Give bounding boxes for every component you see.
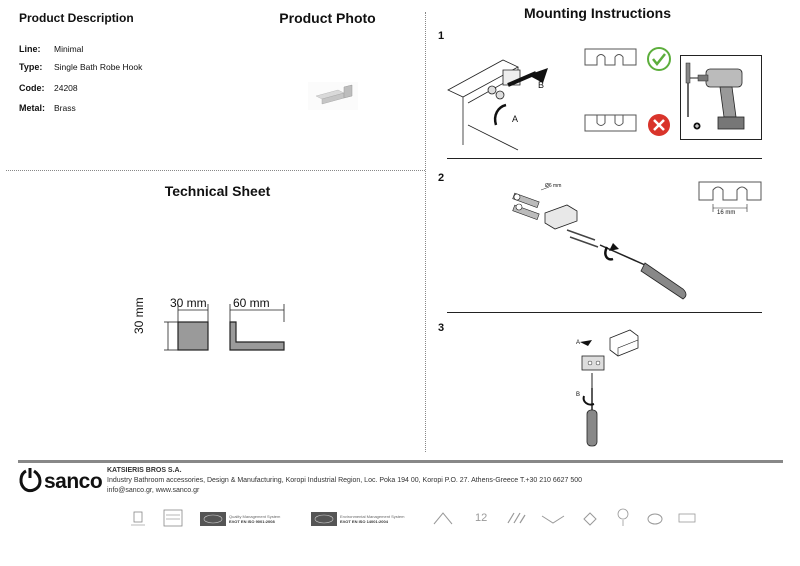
spec-row-code: Code: 24208 — [19, 83, 78, 93]
spec-key: Code: — [19, 83, 45, 93]
step-number-1: 1 — [438, 30, 445, 42]
step1-installation-illustration — [447, 59, 548, 151]
product-photo-title: Product Photo — [279, 10, 376, 26]
cert-quality: Quality Management System ΕΛΟΤ EN ISO 90… — [229, 514, 280, 524]
check-icon — [647, 47, 671, 71]
spec-key: Metal: — [19, 103, 46, 113]
company-name: KATSIERIS BROS S.A. — [107, 467, 182, 474]
step1-label-b: B — [538, 80, 545, 90]
step2-diameter-label: Ø6 mm — [545, 183, 562, 189]
spec-row-metal: Metal: Brass — [19, 103, 76, 113]
brand-logo-text: sanco — [44, 470, 103, 493]
spec-value: Brass — [54, 103, 76, 113]
step2-bracket-slot-diagram — [698, 181, 762, 212]
iso14001-badge-icon — [311, 512, 337, 526]
sanco-logo-icon — [19, 468, 42, 493]
svg-text:12: 12 — [475, 512, 487, 524]
dim-label-30mm-side: 30 mm — [132, 297, 146, 334]
badge-icon — [583, 512, 597, 526]
mounting-instructions-title: Mounting Instructions — [524, 5, 671, 21]
product-description-title: Product Description — [19, 11, 134, 25]
spec-key: Type: — [19, 62, 43, 72]
correct-bracket-orientation — [584, 48, 637, 66]
spec-key: Line: — [19, 44, 41, 54]
step2-screw-illustration — [512, 186, 687, 300]
cert-quality-line1: Quality Management System — [229, 514, 281, 519]
spec-value: Minimal — [54, 44, 84, 54]
company-address: Industry Bathroom accessories, Design & … — [107, 477, 583, 484]
vertical-divider — [425, 12, 426, 452]
spec-row-type: Type: Single Bath Robe Hook — [19, 62, 142, 72]
step3-label-a: A — [576, 340, 581, 346]
company-info: KATSIERIS BROS S.A. Industry Bathroom ac… — [107, 466, 582, 496]
tools-drill-screwdriver-icon — [680, 55, 762, 140]
footer-divider-bar — [18, 460, 783, 463]
technical-drawing — [164, 304, 285, 351]
warranty-12-icon: 12 — [475, 512, 487, 524]
cross-icon — [648, 114, 670, 136]
cert-environment-line2: ΕΛΟΤ EN ISO 14001:2004 — [340, 519, 388, 524]
badge-icon — [617, 508, 629, 526]
spec-row-line: Line: Minimal — [19, 44, 83, 54]
step-number-2: 2 — [438, 172, 445, 184]
step-number-3: 3 — [438, 322, 445, 334]
badge-icon — [678, 513, 696, 523]
badge-icon — [433, 512, 453, 525]
step-divider-2 — [447, 312, 762, 313]
badge-icon — [507, 512, 526, 524]
step1-label-a: A — [512, 114, 519, 124]
incorrect-bracket-orientation — [584, 114, 637, 132]
horizontal-divider — [6, 170, 425, 171]
step3-label-b: B — [576, 392, 581, 398]
cert-environment-line1: Environmental Management System — [340, 514, 405, 519]
product-photo-image — [308, 82, 358, 110]
company-contact: info@sanco.gr, www.sanco.gr — [107, 487, 200, 494]
dim-label-60mm: 60 mm — [233, 296, 270, 310]
badge-icon — [647, 513, 663, 525]
step3-assembly-illustration — [580, 329, 639, 447]
badge-icon — [541, 515, 565, 524]
spec-value: Single Bath Robe Hook — [54, 62, 143, 72]
cert-environment: Environmental Management System ΕΛΟΤ EN … — [340, 514, 404, 524]
iso9001-badge-icon — [200, 512, 226, 526]
badge-icon — [163, 509, 183, 527]
cert-quality-line2: ΕΛΟΤ EN ISO 9001:2008 — [229, 519, 275, 524]
dim-label-30mm-top: 30 mm — [170, 296, 207, 310]
spec-value: 24208 — [54, 83, 78, 93]
step2-slot-label: 16 mm — [717, 210, 736, 216]
step-divider-1 — [447, 158, 762, 159]
technical-sheet-title: Technical Sheet — [164, 183, 271, 199]
badge-icon — [131, 511, 145, 526]
